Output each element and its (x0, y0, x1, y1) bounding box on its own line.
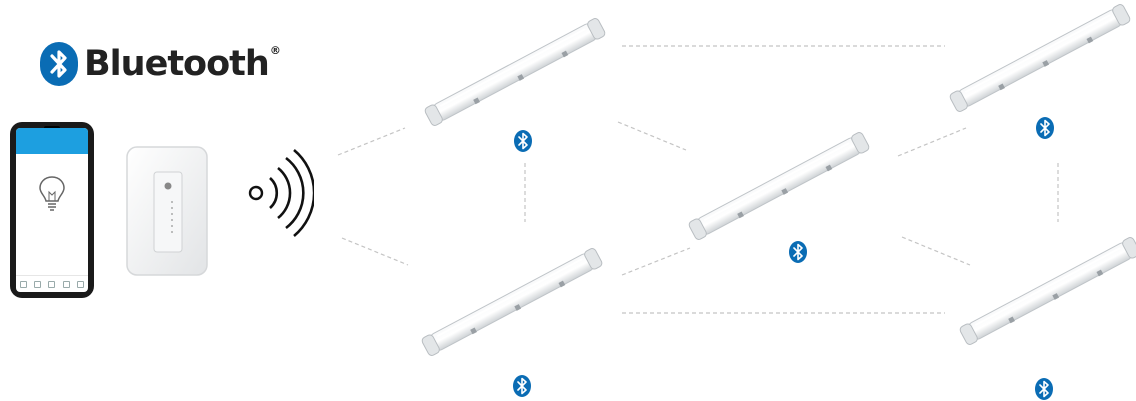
bluetooth-icon (514, 130, 532, 152)
bluetooth-icon (513, 375, 531, 397)
bluetooth-icon (1036, 117, 1054, 139)
bluetooth-icon (789, 241, 807, 263)
bluetooth-icon (1035, 378, 1053, 400)
